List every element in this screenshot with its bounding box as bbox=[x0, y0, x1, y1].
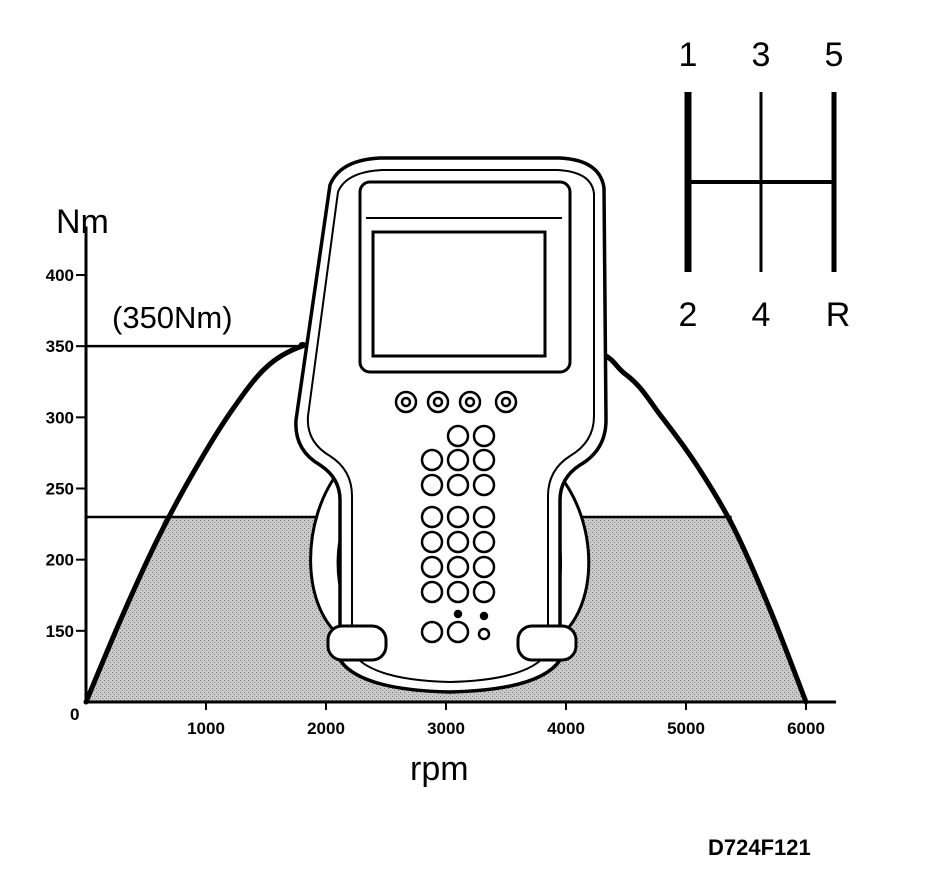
tester-key bbox=[446, 424, 470, 448]
x-tick-label: 3000 bbox=[427, 719, 465, 738]
tester-key bbox=[446, 473, 470, 497]
gear-shift-pattern: 1 3 5 2 4 R bbox=[679, 36, 851, 334]
x-tick-label: 5000 bbox=[667, 719, 705, 738]
tester-bumper-left bbox=[326, 624, 388, 662]
tester-key bbox=[446, 620, 470, 644]
y-tick-label: 350 bbox=[46, 337, 74, 356]
gear-label-4: 4 bbox=[752, 296, 771, 334]
tester-key bbox=[420, 580, 444, 604]
tester-keypad bbox=[394, 390, 518, 644]
tester-key bbox=[446, 580, 470, 604]
x-tick-marks: 1000 2000 3000 4000 5000 6000 bbox=[187, 702, 825, 738]
gear-label-1: 1 bbox=[679, 36, 698, 74]
tester-indicator-dot bbox=[479, 611, 489, 621]
y-tick-label: 400 bbox=[46, 266, 74, 285]
tester-key bbox=[472, 473, 496, 497]
x-tick-label: 4000 bbox=[547, 719, 585, 738]
y-tick-label: 200 bbox=[46, 551, 74, 570]
tester-indicator-dot bbox=[453, 609, 463, 619]
tester-key bbox=[420, 505, 444, 529]
origin-label: 0 bbox=[70, 705, 79, 724]
x-axis-label: rpm bbox=[410, 750, 469, 788]
tester-key bbox=[420, 448, 444, 472]
x-tick-label: 1000 bbox=[187, 719, 225, 738]
tester-bumper-right bbox=[516, 624, 578, 662]
tester-key bbox=[446, 555, 470, 579]
tester-key bbox=[420, 473, 444, 497]
tester-function-key-center bbox=[500, 396, 512, 408]
x-tick-label: 2000 bbox=[307, 719, 345, 738]
x-tick-label: 6000 bbox=[787, 719, 825, 738]
tester-key bbox=[472, 555, 496, 579]
tester-key bbox=[446, 505, 470, 529]
tester-function-key-center bbox=[432, 396, 444, 408]
y-tick-marks: 150 200 250 300 350 400 bbox=[46, 266, 86, 641]
gear-label-5: 5 bbox=[825, 36, 844, 74]
gear-label-2: 2 bbox=[679, 296, 698, 334]
gear-label-r: R bbox=[826, 296, 851, 334]
gear-label-3: 3 bbox=[752, 36, 771, 74]
tester-key bbox=[446, 530, 470, 554]
y-tick-label: 250 bbox=[46, 480, 74, 499]
tester-key bbox=[420, 530, 444, 554]
tester-key bbox=[472, 530, 496, 554]
y-axis-label: Nm bbox=[56, 203, 109, 241]
tester-key bbox=[472, 448, 496, 472]
tester-screen bbox=[371, 230, 547, 358]
tester-key bbox=[472, 580, 496, 604]
scan-tool-illustration bbox=[294, 156, 608, 694]
tester-key bbox=[446, 448, 470, 472]
figure-code: D724F121 bbox=[708, 835, 811, 860]
y-tick-label: 300 bbox=[46, 408, 74, 427]
tester-key bbox=[420, 620, 444, 644]
y-tick-label: 150 bbox=[46, 622, 74, 641]
tester-key bbox=[472, 424, 496, 448]
peak-torque-label: (350Nm) bbox=[112, 300, 233, 335]
tester-function-key-center bbox=[464, 396, 476, 408]
tester-key bbox=[420, 555, 444, 579]
tester-small-key bbox=[477, 627, 491, 641]
tester-key bbox=[472, 505, 496, 529]
tester-function-key-center bbox=[400, 396, 412, 408]
